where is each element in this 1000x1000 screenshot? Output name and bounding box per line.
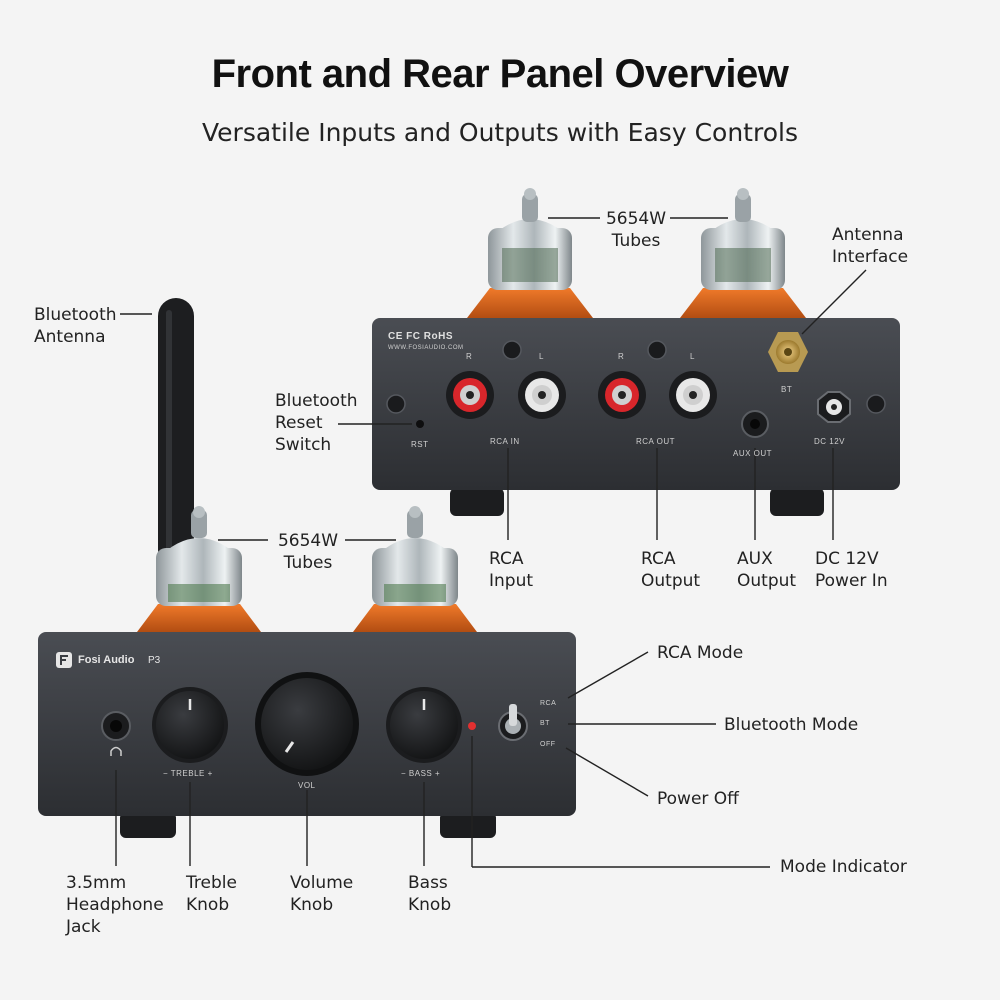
callout-rca-mode: RCA Mode	[657, 643, 744, 663]
rear-tube-right	[680, 188, 806, 318]
rear-label-aux-out: AUX OUT	[733, 449, 773, 458]
front-label-mode-off: OFF	[540, 741, 556, 748]
front-tube-left	[137, 506, 261, 632]
rear-tube-left	[467, 188, 593, 318]
front-foot-left	[120, 812, 176, 838]
callout-power-off: Power Off	[657, 789, 739, 809]
headphone-icon	[110, 746, 122, 756]
rear-label-rst: RST	[411, 440, 429, 449]
callout-rca-output: RCA Output	[641, 549, 701, 591]
rear-label-r1: R	[466, 352, 473, 361]
front-foot-right	[440, 812, 496, 838]
rca-out-right-jack[interactable]	[598, 371, 646, 419]
rear-label-rca-in: RCA IN	[490, 437, 520, 446]
volume-knob[interactable]	[255, 672, 359, 776]
rear-website: WWW.FOSIAUDIO.COM	[388, 345, 464, 351]
bluetooth-antenna	[158, 298, 194, 568]
rear-foot-right	[770, 488, 824, 516]
rear-label-l1: L	[539, 352, 544, 361]
callout-tubes-rear: 5654W Tubes	[605, 209, 667, 251]
rear-screws	[386, 340, 886, 414]
front-label-vol: VOL	[298, 781, 316, 790]
front-label-bass: − BASS +	[401, 769, 441, 778]
rear-label-rca-out: RCA OUT	[636, 437, 676, 446]
callout-antenna-interface: Antenna Interface	[832, 225, 909, 267]
callout-volume-knob: Volume Knob	[290, 873, 354, 915]
callout-rca-input: RCA Input	[489, 549, 534, 591]
rear-label-dc: DC 12V	[814, 437, 846, 446]
rear-cert-marks: CE FC RoHS	[388, 331, 453, 342]
front-label-treble: − TREBLE +	[163, 769, 213, 778]
rear-label-bt: BT	[781, 385, 793, 394]
callout-bluetooth-reset: Bluetooth Reset Switch	[275, 391, 358, 455]
aux-out-jack[interactable]	[741, 410, 769, 438]
mode-indicator-led	[468, 722, 476, 730]
callout-mode-indicator: Mode Indicator	[780, 857, 907, 877]
dc-power-jack[interactable]	[817, 391, 851, 423]
rear-foot-left	[450, 488, 504, 516]
headphone-jack[interactable]	[101, 711, 131, 741]
front-model: P3	[148, 655, 161, 666]
callout-tubes-front: 5654W Tubes	[277, 531, 339, 573]
bluetooth-reset-switch[interactable]	[416, 420, 424, 428]
callout-aux-output: AUX Output	[737, 549, 797, 591]
rear-label-l2: L	[690, 352, 695, 361]
mode-toggle-switch[interactable]	[498, 704, 528, 741]
rca-in-left-jack[interactable]	[518, 371, 566, 419]
front-label-mode-bt: BT	[540, 720, 550, 727]
antenna-interface-connector[interactable]	[768, 332, 808, 372]
callout-bass-knob: Bass Knob	[408, 873, 452, 915]
front-label-mode-rca: RCA	[540, 700, 557, 707]
front-tube-right	[353, 506, 477, 632]
front-brand: Fosi Audio	[78, 654, 135, 666]
callout-bluetooth-antenna: Bluetooth Antenna	[34, 305, 117, 347]
callout-treble-knob: Treble Knob	[186, 873, 237, 915]
bass-knob[interactable]	[386, 687, 462, 763]
page-title: Front and Rear Panel Overview	[211, 52, 789, 96]
callout-headphone-jack: 3.5mm Headphone Jack	[66, 873, 164, 937]
rear-label-r2: R	[618, 352, 625, 361]
callout-dc-power: DC 12V Power In	[815, 549, 888, 591]
rca-in-right-jack[interactable]	[446, 371, 494, 419]
treble-knob[interactable]	[152, 687, 228, 763]
callout-lines	[115, 217, 867, 868]
rca-out-left-jack[interactable]	[669, 371, 717, 419]
page-subtitle: Versatile Inputs and Outputs with Easy C…	[202, 118, 798, 147]
callout-bluetooth-mode: Bluetooth Mode	[724, 715, 859, 735]
